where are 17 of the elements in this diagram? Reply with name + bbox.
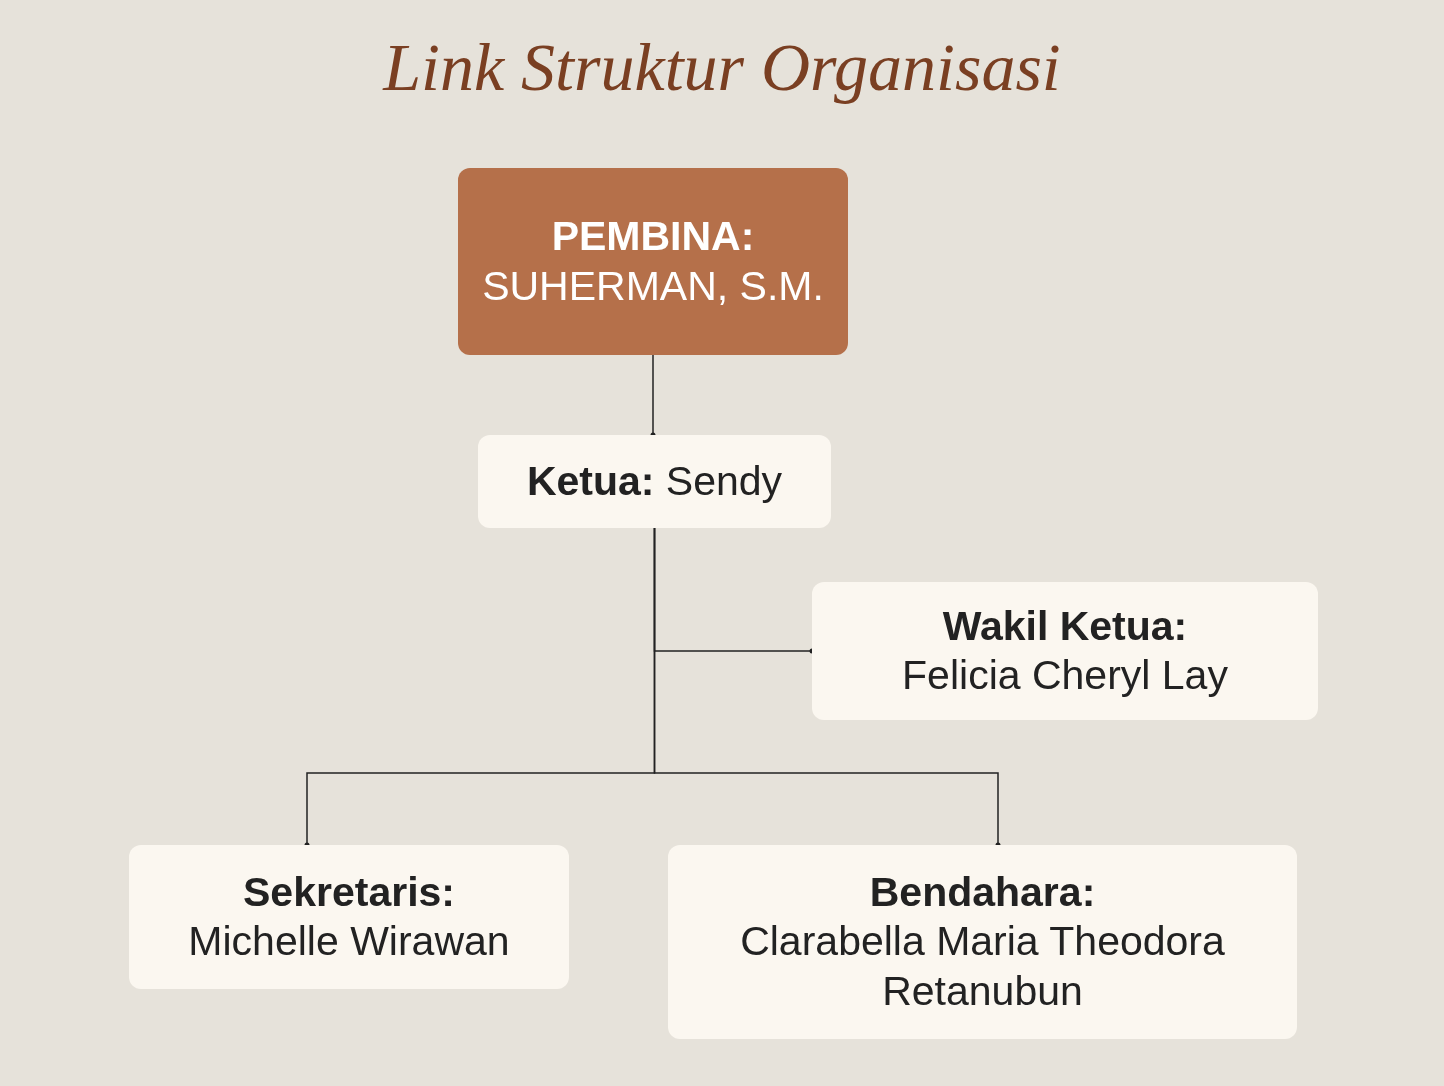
member-box — [812, 582, 1318, 720]
advisor-box — [458, 168, 848, 355]
member-name: Michelle Wirawan — [188, 917, 510, 966]
connector-line — [653, 527, 1001, 848]
connector-line — [650, 354, 656, 438]
member-name: Ketua: Sendy — [526, 456, 783, 506]
member-name: Felicia Cheryl Lay — [902, 651, 1228, 700]
member-box — [129, 845, 569, 989]
title: Link Struktur Organisasi — [383, 28, 1061, 107]
member-name: Clarabella Maria Theodora Retanubun — [739, 917, 1226, 1016]
role-heading: PEMBINA: — [551, 212, 755, 262]
member-box — [478, 435, 831, 528]
member-box — [668, 845, 1297, 1039]
role-heading: Wakil Ketua: — [942, 601, 1188, 651]
member-name: SUHERMAN, S.M. — [482, 261, 824, 311]
role-heading: Bendahara: — [869, 868, 1096, 918]
role-heading: Sekretaris: — [243, 867, 455, 917]
